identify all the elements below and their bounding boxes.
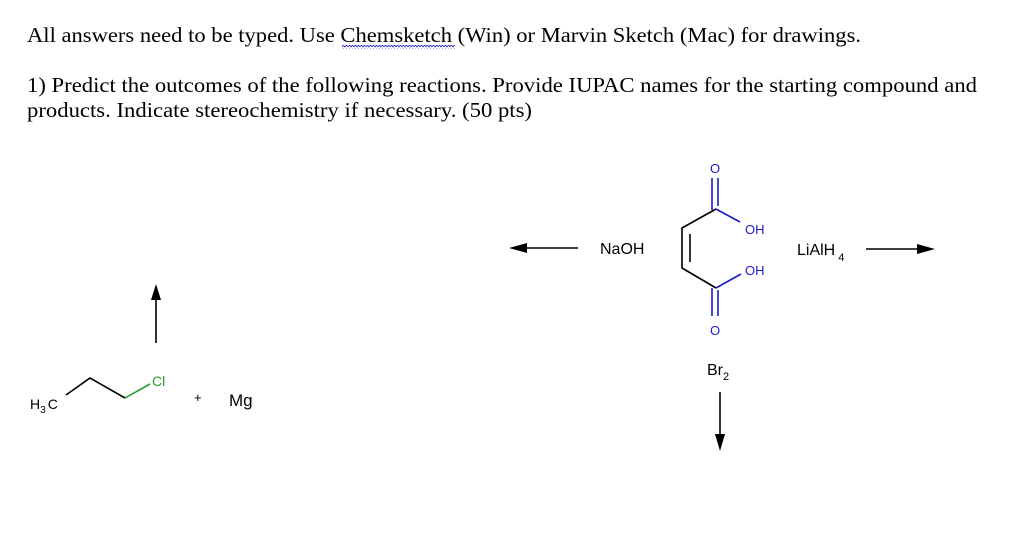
question-text-line1: 1) Predict the outcomes of the following… (27, 73, 978, 97)
carbonyl-oxygen-top: O (710, 161, 720, 176)
maleic-acid-structure: O OH OH O (681, 161, 765, 338)
up-arrow (151, 284, 161, 343)
carbon-chain-bonds (65, 377, 126, 399)
bromine-reagent: Br2 (707, 362, 729, 383)
spellcheck-underline (342, 45, 455, 49)
instruction-text: All answers need to be typed. Use Chemsk… (27, 23, 861, 47)
down-arrow (715, 392, 725, 451)
hydroxyl-bottom: OH (745, 263, 765, 278)
hydroxyl-top: OH (745, 222, 765, 237)
chemsketch-word: Chemsketch (340, 23, 452, 47)
carbonyl-oxygen-bottom: O (710, 323, 720, 338)
plus-sign: + (194, 390, 202, 405)
question-text-line2: products. Indicate stereochemistry if ne… (27, 98, 532, 122)
naoh-reagent: NaOH (600, 241, 644, 258)
chlorine-label: Cl (152, 373, 165, 389)
right-arrow (866, 244, 935, 254)
left-arrow (509, 243, 578, 253)
c-cl-bond (124, 383, 151, 399)
magnesium-reagent: Mg (229, 391, 253, 410)
